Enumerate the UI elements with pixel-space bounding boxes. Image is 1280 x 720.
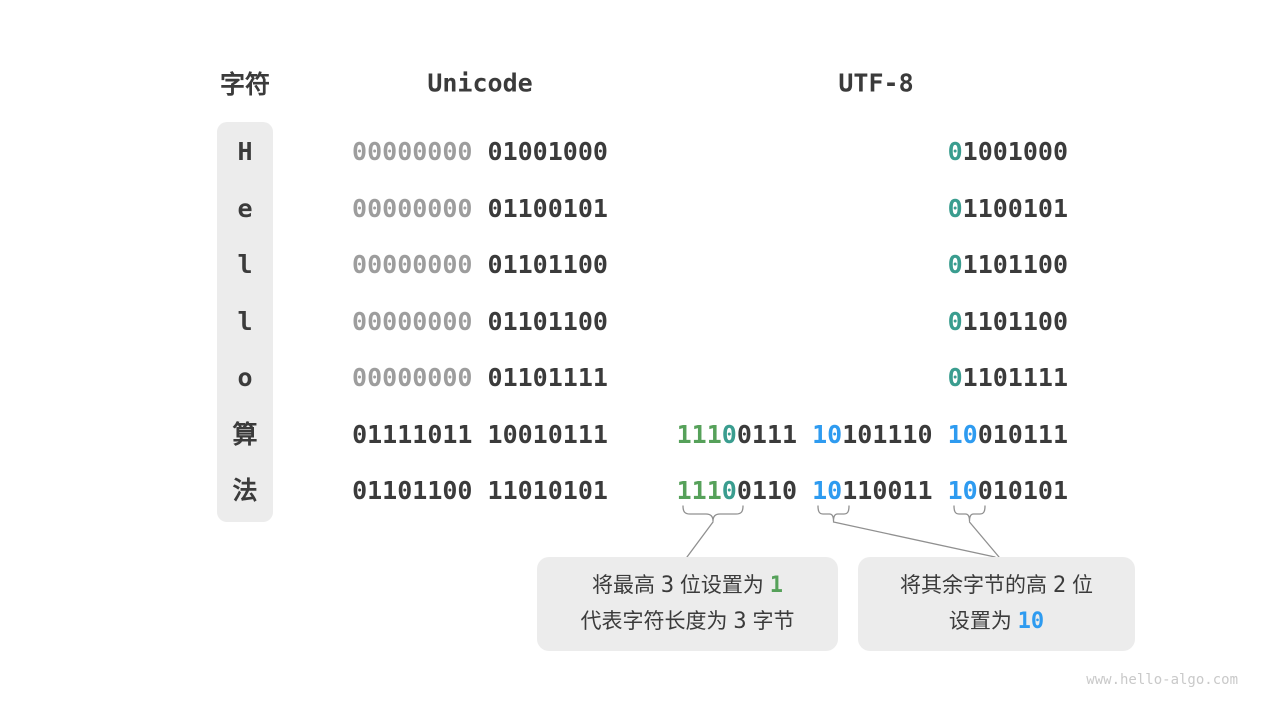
callout-line: 代表字符长度为 3 字节: [581, 604, 795, 640]
utf8-cell: 01101100: [948, 247, 1068, 283]
connector-line-cont-3: [968, 521, 1000, 558]
bit-segment: 代表字符长度为: [580, 610, 734, 633]
bit-segment: 111: [676, 476, 722, 505]
char-cell: l: [237, 250, 253, 279]
bit-segment: 01001000: [472, 137, 608, 166]
utf8-cell: 01101100: [948, 304, 1068, 340]
char-cell: e: [237, 193, 253, 223]
bit-segment: 01100101: [472, 193, 608, 223]
char-cell: l: [237, 306, 253, 336]
char-cell: 算: [232, 419, 258, 449]
utf8-cell: 11100110 10110011 10010101: [677, 473, 1068, 509]
utf8-cell: 11100111 10101110 10010111: [677, 417, 1068, 453]
callout-line: 将其余字节的高 2 位: [900, 568, 1093, 604]
bit-segment: 01101100: [472, 250, 608, 279]
bit-segment: 1100101: [962, 193, 1068, 223]
bit-segment: 0: [947, 137, 963, 166]
char-column-background: [217, 122, 273, 522]
bit-segment: 00000000: [352, 250, 473, 279]
bit-segment: 01111011 10010111: [352, 419, 608, 449]
callout-line: 将最高 3 位设置为 1: [592, 568, 783, 604]
bit-segment: 位设置为: [674, 574, 770, 597]
callout-line: 设置为 10: [949, 604, 1044, 640]
connector-line-high-bits: [686, 521, 714, 558]
bit-segment: 00000000: [352, 363, 473, 392]
bit-segment: 0111: [736, 419, 813, 449]
bit-segment: 3: [660, 573, 675, 598]
bit-segment: 0: [947, 250, 963, 279]
bit-segment: 0: [947, 363, 963, 392]
connector-line-cont-2: [832, 521, 996, 558]
bit-segment: 010111: [977, 419, 1068, 449]
bit-segment: 10: [812, 419, 843, 449]
bit-segment: 0: [721, 476, 737, 505]
unicode-cell: 01111011 10010111: [280, 417, 680, 453]
bit-segment: 字节: [746, 610, 795, 633]
utf8-cell: 01100101: [948, 191, 1068, 227]
column-header-utf8: UTF-8: [838, 68, 914, 98]
bit-segment: 将最高: [591, 574, 661, 597]
bit-segment: 101110: [842, 419, 948, 449]
bit-segment: 10: [812, 476, 843, 505]
bit-segment: 将其余字节的高: [900, 574, 1053, 597]
bit-segment: 设置为: [948, 610, 1018, 633]
char-cell: H: [237, 137, 253, 166]
watermark: www.hello-algo.com: [1086, 672, 1238, 688]
bit-segment: 0: [721, 419, 737, 449]
bit-segment: 10: [1017, 609, 1045, 634]
utf8-cell: 01101111: [948, 360, 1068, 396]
bit-segment: 1001000: [962, 137, 1068, 166]
bit-segment: 110011: [842, 476, 948, 505]
bit-segment: 01101100: [472, 306, 608, 336]
char-cell: 法: [232, 476, 258, 505]
bit-segment: 00000000: [352, 306, 473, 336]
unicode-cell: 01101100 11010101: [280, 473, 680, 509]
bit-segment: 00000000: [352, 137, 473, 166]
char-cell: o: [237, 363, 253, 392]
unicode-cell: 00000000 01101100: [280, 304, 680, 340]
bit-segment: 0: [947, 193, 963, 223]
bit-segment: 01101100 11010101: [352, 476, 608, 505]
unicode-cell: 00000000 01101111: [280, 360, 680, 396]
unicode-cell: 00000000 01001000: [280, 134, 680, 170]
bit-segment: 1: [769, 573, 783, 598]
column-header-unicode: Unicode: [427, 68, 533, 98]
bit-segment: 10: [947, 476, 978, 505]
bit-segment: 0: [947, 306, 963, 336]
bit-segment: 10: [947, 419, 978, 449]
bit-segment: 1101111: [962, 363, 1068, 392]
callout-continuation-bits: 将其余字节的高 2 位设置为 10: [858, 557, 1135, 651]
bit-segment: 3: [733, 609, 747, 634]
bit-segment: 0110: [736, 476, 813, 505]
bit-segment: 111: [676, 419, 722, 449]
bit-segment: 00000000: [352, 193, 473, 223]
bit-segment: 位: [1066, 574, 1093, 597]
bit-segment: 010101: [977, 476, 1068, 505]
bit-segment: 2: [1052, 573, 1067, 598]
unicode-cell: 00000000 01100101: [280, 191, 680, 227]
utf8-cell: 01001000: [948, 134, 1068, 170]
bit-segment: 1101100: [962, 250, 1068, 279]
bit-segment: 1101100: [962, 306, 1068, 336]
column-header-char: 字符: [219, 71, 271, 99]
bit-segment: 01101111: [472, 363, 608, 392]
unicode-cell: 00000000 01101100: [280, 247, 680, 283]
